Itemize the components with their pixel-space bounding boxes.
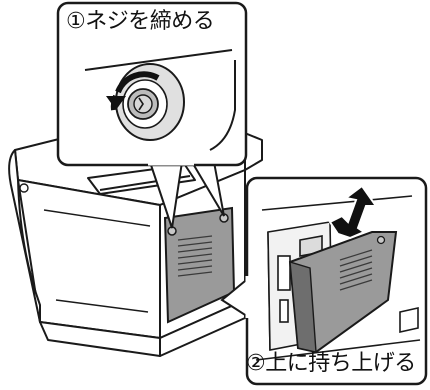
- step-2-label: ②上に持ち上げる: [246, 351, 416, 376]
- rotate-clockwise-icon: [106, 71, 160, 111]
- printer-left-details: [19, 183, 151, 313]
- step-1-label: ①ネジを締める: [66, 9, 215, 34]
- thumbscrew-icon: [127, 88, 159, 120]
- lift-up-arrow-icon: [328, 184, 378, 240]
- callout-1: [56, 1, 248, 229]
- lifted-cover: [288, 231, 398, 354]
- callout-2: [220, 176, 428, 386]
